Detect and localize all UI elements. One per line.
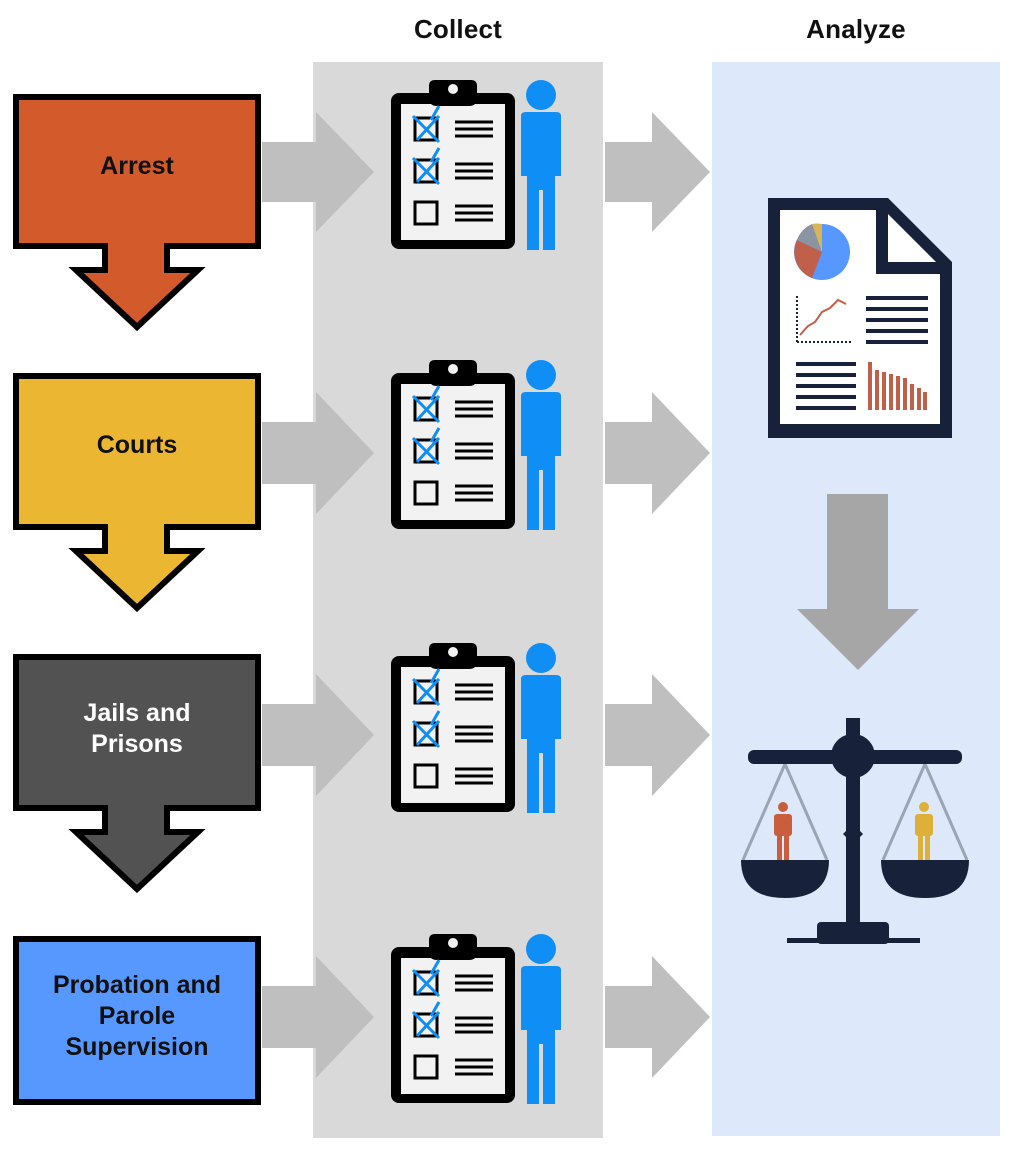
stage-probation-box — [13, 936, 261, 1105]
clipboard-checklist-icon — [389, 932, 563, 1106]
stage-jails-box — [13, 654, 261, 894]
stage-arrest-box — [13, 94, 261, 332]
stage-jails-label: Jails and Prisons — [83, 699, 191, 758]
arrow-right-icon — [605, 674, 710, 796]
arrow-right-icon — [262, 112, 374, 232]
stage-courts-label: Courts — [96, 431, 178, 459]
flow-arrows-collect — [262, 112, 374, 1078]
arrow-right-icon — [605, 956, 710, 1078]
arrow-right-icon — [605, 392, 710, 514]
arrow-right-icon — [605, 112, 710, 232]
arrow-down-icon — [797, 494, 919, 670]
stage-courts-box — [13, 373, 261, 613]
clipboard-checklist-icon — [389, 358, 563, 532]
person-figure-left-icon — [774, 802, 792, 860]
stage-probation-label: Probation and Parole Supervision — [52, 971, 222, 1061]
report-document-icon — [768, 198, 952, 438]
flow-arrows-analyze — [605, 112, 710, 1078]
person-figure-right-icon — [915, 802, 933, 860]
clipboard-checklist-icon — [389, 641, 563, 815]
balance-scale-icon — [741, 718, 969, 944]
arrow-right-icon — [262, 392, 374, 514]
clipboard-checklist-icon — [389, 78, 563, 252]
arrow-right-icon — [262, 956, 374, 1078]
collect-header: Collect — [413, 14, 503, 44]
analyze-header: Analyze — [806, 14, 906, 44]
arrow-right-icon — [262, 674, 374, 796]
stage-arrest-label: Arrest — [100, 152, 174, 180]
